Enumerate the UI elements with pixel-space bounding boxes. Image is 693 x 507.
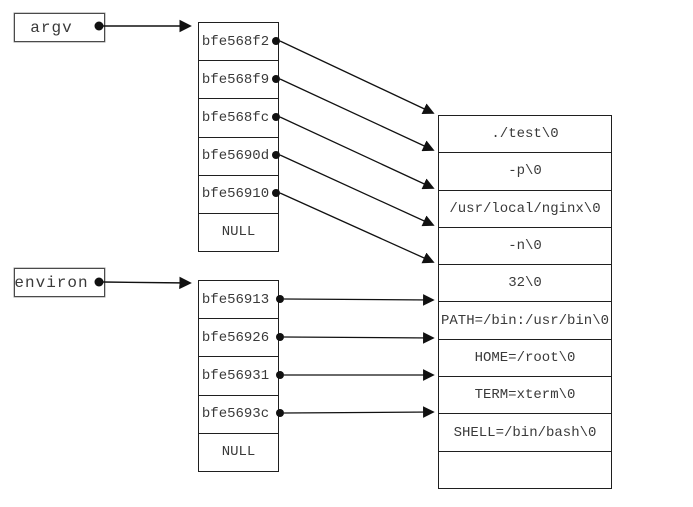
argv-pointer-cell-0: bfe568f2 (201, 33, 270, 50)
string-cell-1: -p\0 (439, 152, 611, 189)
arrow-argv1-to-string1 (279, 78, 435, 152)
argv-label-box: argv (14, 13, 105, 42)
string-cell-2: /usr/local/nginx\0 (439, 189, 611, 227)
string-cell-7: TERM=xterm\0 (439, 376, 611, 413)
environ-label-box: environ (14, 268, 105, 297)
arrow-environ-to-array (102, 276, 192, 290)
environ-pointer-cell-2: bfe56931 (199, 356, 278, 394)
string-cell-6: HOME=/root\0 (439, 338, 611, 376)
environ-pointer-cell-0: bfe56913 (201, 291, 270, 308)
arrow-argv3-to-string3 (279, 154, 435, 227)
arrow-argv0-to-string0 (279, 40, 435, 115)
argv-pointer-cell-4: bfe56910 (199, 174, 278, 213)
arrow-environ1-to-string6 (283, 332, 435, 344)
argv-pointer-cell-2: bfe568fc (199, 98, 278, 136)
argv-pointer-cell-null: NULL (199, 212, 278, 251)
environ-label: environ (14, 273, 89, 292)
environ-pointer-cell-null: NULL (199, 432, 278, 471)
argv-pointer-cell-3: bfe5690d (199, 136, 278, 175)
arrow-argv4-to-string4 (279, 192, 435, 264)
arrow-environ0-to-string5 (283, 294, 435, 306)
environ-pointer-array: bfe56913 bfe56926 bfe56931 bfe5693c NULL (198, 280, 279, 472)
arrow-environ3-to-string8 (283, 406, 435, 418)
arrow-argv2-to-string2 (279, 116, 435, 190)
string-cell-0: ./test\0 (491, 126, 559, 143)
string-cell-4: 32\0 (439, 264, 611, 301)
string-cell-8: SHELL=/bin/bash\0 (439, 413, 611, 450)
argv-label: argv (30, 18, 73, 37)
argv-pointer-cell-1: bfe568f9 (199, 60, 278, 98)
string-cell-empty (439, 450, 611, 488)
string-cell-3: -n\0 (439, 226, 611, 264)
string-memory-column: ./test\0 -p\0 /usr/local/nginx\0 -n\0 32… (438, 115, 612, 489)
environ-pointer-cell-1: bfe56926 (199, 318, 278, 356)
environ-pointer-cell-3: bfe5693c (199, 394, 278, 433)
string-cell-5: PATH=/bin:/usr/bin\0 (439, 301, 611, 338)
argv-pointer-array: bfe568f2 bfe568f9 bfe568fc bfe5690d bfe5… (198, 22, 279, 252)
